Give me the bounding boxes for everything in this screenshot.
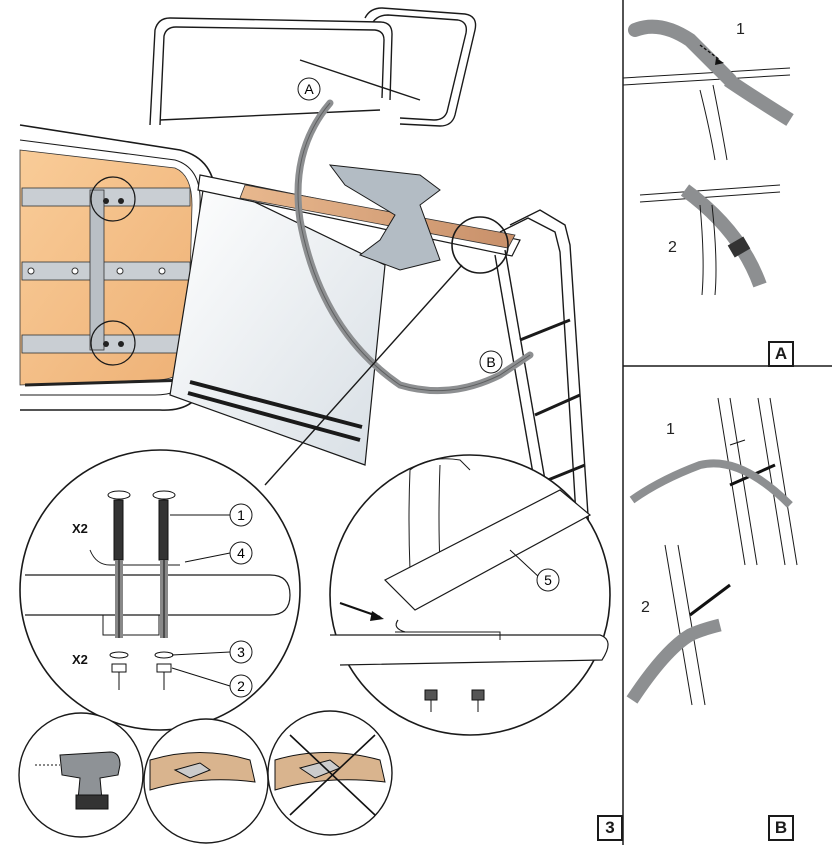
panel-a-label: A <box>768 341 794 367</box>
drill-circle <box>18 712 144 838</box>
bolt-position-circle <box>90 176 136 222</box>
panel-a-illustrations <box>622 19 794 296</box>
safety-strap <box>294 99 534 395</box>
callout-5: 5 <box>544 572 552 588</box>
panel-a-step-2: 2 <box>668 239 677 256</box>
panel-b-step-1: 1 <box>666 421 675 438</box>
boarding-ladder <box>494 209 591 549</box>
callout-a: A <box>304 81 314 97</box>
pulpit-frame <box>149 7 477 127</box>
quantity-nuts: X2 <box>72 652 88 667</box>
callout-2: 2 <box>237 678 245 694</box>
bolt-position-circle <box>90 320 136 366</box>
bolt-detail-circle <box>19 449 301 731</box>
panel-b-label: B <box>768 815 794 841</box>
callout-b: B <box>486 354 495 370</box>
callout-1: 1 <box>237 507 245 523</box>
panel-3-label: 3 <box>597 815 623 841</box>
quantity-bolts: X2 <box>72 521 88 536</box>
incorrect-mount-circle <box>267 710 393 836</box>
panel-b-step-2: 2 <box>641 599 650 616</box>
callout-3-circle <box>229 640 253 664</box>
callout-b-circle <box>479 350 503 374</box>
callout-1-circle <box>229 503 253 527</box>
callout-4: 4 <box>237 545 245 561</box>
callout-2-circle <box>229 674 253 698</box>
panel-a-step-1: 1 <box>736 21 745 38</box>
detail-magnifier-ring <box>451 216 509 274</box>
callout-5-circle <box>536 568 560 592</box>
callout-4-circle <box>229 541 253 565</box>
anchor-shape <box>328 164 441 271</box>
callout-3: 3 <box>237 644 245 660</box>
hull-panel <box>169 177 386 466</box>
hook-detail-circle <box>329 454 611 736</box>
correct-mount-circle <box>143 718 269 844</box>
callout-a-circle <box>297 77 321 101</box>
panel-b-illustrations <box>626 397 798 706</box>
